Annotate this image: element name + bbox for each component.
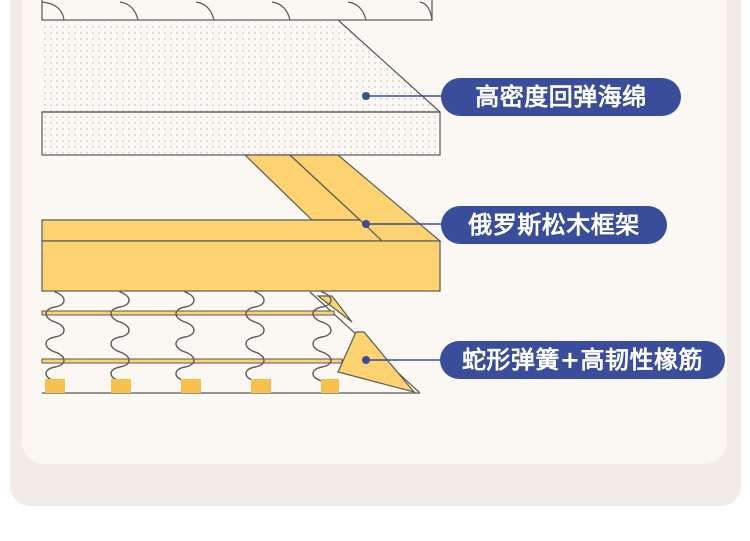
foam-layer-label: 高密度回弹海绵 [441,78,681,116]
foam-pointer-dot [362,92,370,100]
spring-pointer-dot [362,356,370,364]
foot-5 [321,379,339,393]
spring-3 [175,291,195,382]
spring-4 [245,291,265,382]
leader-dots [362,92,370,364]
frame-board [41,219,441,292]
foot-3 [181,379,201,393]
foot-1 [45,379,65,393]
foot-4 [251,379,271,393]
foam-layer [41,19,441,156]
frame-pointer-dot [362,220,370,228]
leader-lines [366,95,445,361]
spring-2 [110,291,130,382]
foot-2 [111,379,131,393]
spring-1 [45,291,65,382]
top-cushion [41,0,433,21]
frame-layer-label: 俄罗斯松木框架 [441,206,667,244]
spring-layer-label: 蛇形弹簧+高韧性橡筋 [440,341,725,379]
spring-section [41,291,421,394]
spring-5 [312,291,332,382]
